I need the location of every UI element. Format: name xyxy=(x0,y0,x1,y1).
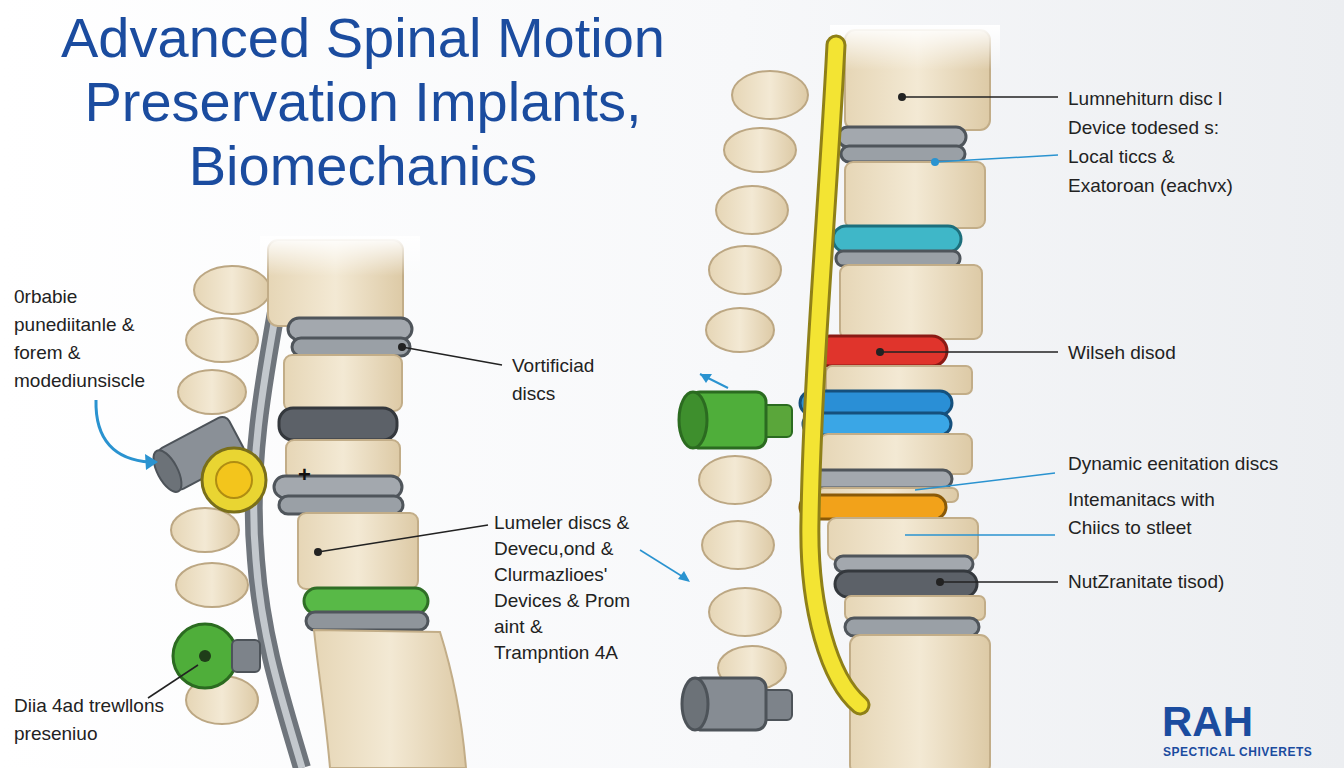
callout-label: Wilseh disod xyxy=(1068,339,1298,367)
facet-process xyxy=(194,266,270,314)
logo-subtitle: SPECTICAL CHIVERETS xyxy=(1163,744,1343,760)
leader-line xyxy=(148,665,198,698)
pointer-arrow xyxy=(700,374,728,388)
vertebral-body xyxy=(820,434,972,474)
vertebral-body xyxy=(298,513,418,589)
green-cap xyxy=(173,624,237,688)
vertebral-body xyxy=(845,162,985,228)
logo-text: RAH xyxy=(1162,700,1342,744)
spinal-rod-fill xyxy=(810,45,860,705)
disc-ring xyxy=(279,496,403,514)
facet-process xyxy=(716,186,788,234)
vertebral-body xyxy=(284,355,402,411)
facet-process xyxy=(706,308,774,352)
vertebral-body xyxy=(828,518,978,560)
callout-label: Intemanitacs with Chiics to stleet xyxy=(1068,486,1258,542)
green-cap-center xyxy=(199,650,211,662)
vertebral-body xyxy=(845,596,985,620)
leader-line xyxy=(318,525,488,552)
leader-line xyxy=(905,534,1055,536)
vertebral-body xyxy=(840,265,982,339)
plus-mark: + xyxy=(298,462,328,488)
facet-process xyxy=(709,588,781,636)
leader-dot xyxy=(398,343,406,351)
disc-ring xyxy=(812,470,952,488)
disc-ring xyxy=(838,127,966,147)
leader-dot xyxy=(314,548,322,556)
disc-ring xyxy=(836,251,960,266)
callout-label: Dynamic eenitation discs xyxy=(1068,450,1338,478)
facet-process xyxy=(699,456,771,504)
disc-teal xyxy=(833,226,961,252)
sacrum xyxy=(314,630,466,768)
diagram-title: Advanced Spinal Motion Preservation Impl… xyxy=(18,6,708,198)
facet-process xyxy=(732,71,808,119)
disc-ring xyxy=(292,338,410,356)
cylinder-cap xyxy=(679,392,707,448)
spinal-rod xyxy=(810,45,860,705)
disc-ring xyxy=(841,146,965,162)
callout-label: Lumnehiturn disc l Device todesed s: Loc… xyxy=(1068,84,1263,200)
leader-line xyxy=(940,581,1058,583)
implant-cap xyxy=(148,446,187,496)
leader-line xyxy=(915,473,1055,490)
callout-label: Lumeler discs & Devecu,ond & Clurmazlioe… xyxy=(494,510,642,666)
disc-blue xyxy=(803,413,951,435)
arrow-head xyxy=(678,571,690,582)
disc-orange xyxy=(800,495,946,519)
callout-label: NutZranitate tisod) xyxy=(1068,568,1308,596)
arrow-head xyxy=(145,454,158,470)
implant-core xyxy=(216,462,252,498)
left-spine xyxy=(96,236,690,768)
leader-line xyxy=(935,155,1058,162)
fade-overlay xyxy=(260,236,420,276)
leader-dot xyxy=(898,93,906,101)
fade-overlay xyxy=(830,25,1000,70)
facet-process xyxy=(171,508,239,552)
leader-dot xyxy=(936,578,944,586)
facet-process xyxy=(702,521,774,569)
facet-process xyxy=(178,370,246,414)
leader-line xyxy=(880,351,1058,353)
callout-label: Vortificiad discs xyxy=(512,352,632,408)
disc-ring xyxy=(845,618,979,636)
facet-process xyxy=(176,563,248,607)
implant-head xyxy=(202,448,266,512)
disc-green xyxy=(304,588,428,614)
callout-label: Diia 4ad trewllons preseniuo xyxy=(14,692,164,748)
facet-process xyxy=(724,128,796,172)
leader-dot xyxy=(876,348,884,356)
pointer-arrow xyxy=(96,400,150,462)
disc-ring xyxy=(306,612,428,630)
cylinder-cap xyxy=(682,678,708,730)
arrow-head xyxy=(700,374,712,383)
facet-process xyxy=(709,246,781,294)
disc-dark xyxy=(279,408,397,440)
cap-connector xyxy=(232,640,260,672)
facet-process xyxy=(186,318,258,362)
vertebral-body xyxy=(850,635,990,768)
right-spine xyxy=(679,25,1058,768)
leader-dot xyxy=(931,158,939,166)
disc-dark xyxy=(835,571,977,597)
leader-line xyxy=(902,96,1058,98)
leader-line xyxy=(402,347,502,365)
callout-label: 0rbabie punediitanle & forem & modediuns… xyxy=(14,283,182,395)
disc-red xyxy=(815,336,947,366)
